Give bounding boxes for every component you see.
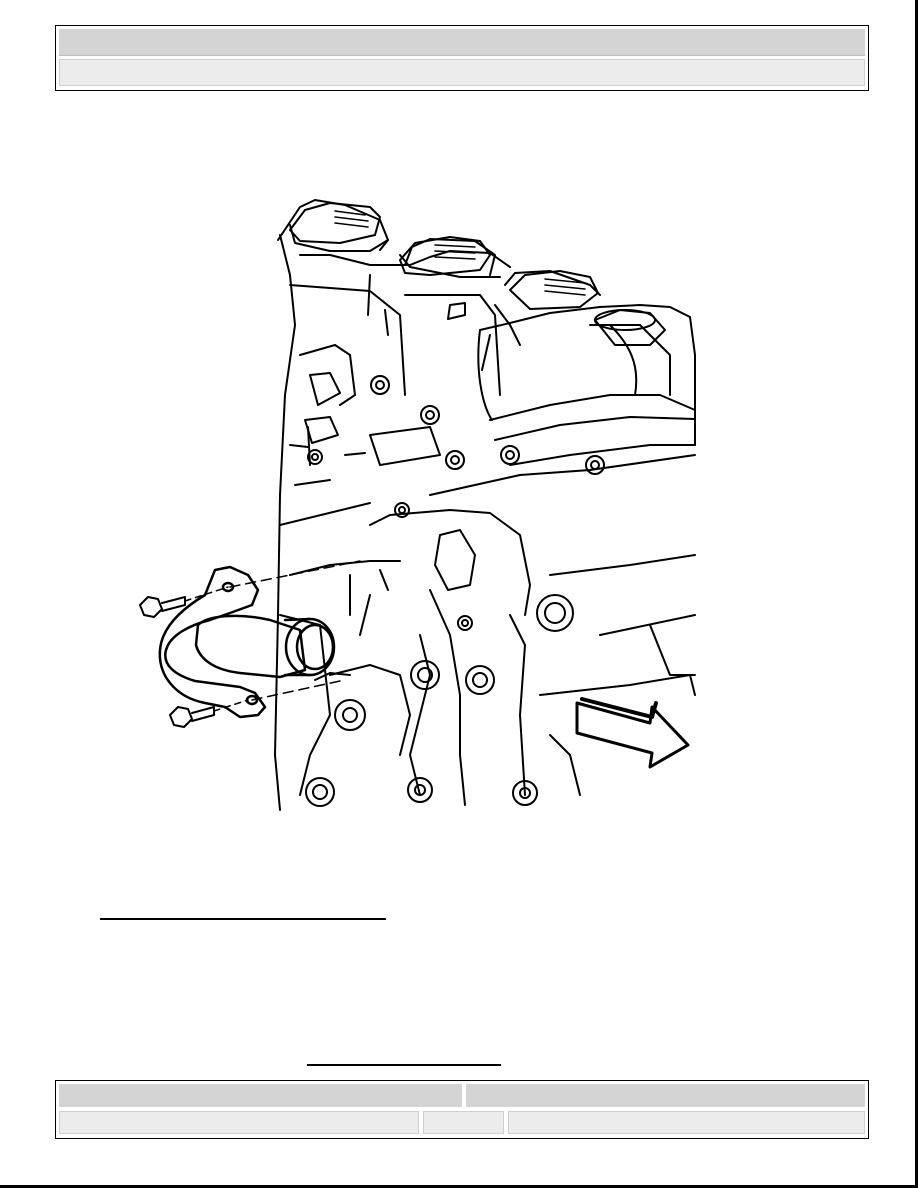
header-subtitle: [60, 65, 64, 79]
water-outlet-housing: [158, 565, 336, 719]
footer-right-top-text: [466, 1089, 470, 1103]
bolt-heads: [305, 375, 605, 807]
cylinder-head-linework: [274, 199, 696, 811]
footer-cell-left-bottom: [59, 1111, 419, 1134]
engine-water-outlet-illustration: [139, 199, 696, 811]
link-underline-1[interactable]: [100, 918, 386, 920]
footer-cell-middle-bottom: [423, 1111, 504, 1134]
front-direction-arrow-icon: [575, 697, 690, 769]
footer-left-bottom-text: [60, 1117, 64, 1131]
outlet-bolts: [139, 560, 361, 728]
header-title-bar: [59, 29, 865, 56]
page-footer: [55, 1080, 869, 1139]
header-title: [59, 34, 63, 48]
footer-right-bottom-text: [509, 1117, 513, 1131]
ignition-coils: [289, 202, 666, 346]
footer-cell-right-top: [466, 1084, 865, 1107]
page-header: [55, 25, 869, 91]
link-underline-2[interactable]: [307, 1064, 501, 1066]
page-right-border: [915, 0, 918, 1188]
footer-cell-left-top: [59, 1084, 462, 1107]
footer-cell-right-bottom: [508, 1111, 865, 1134]
header-subtitle-bar: [59, 59, 865, 86]
footer-left-top-text: [59, 1089, 63, 1103]
page-bottom-border: [0, 1185, 918, 1188]
footer-middle-bottom-text: [424, 1117, 428, 1131]
